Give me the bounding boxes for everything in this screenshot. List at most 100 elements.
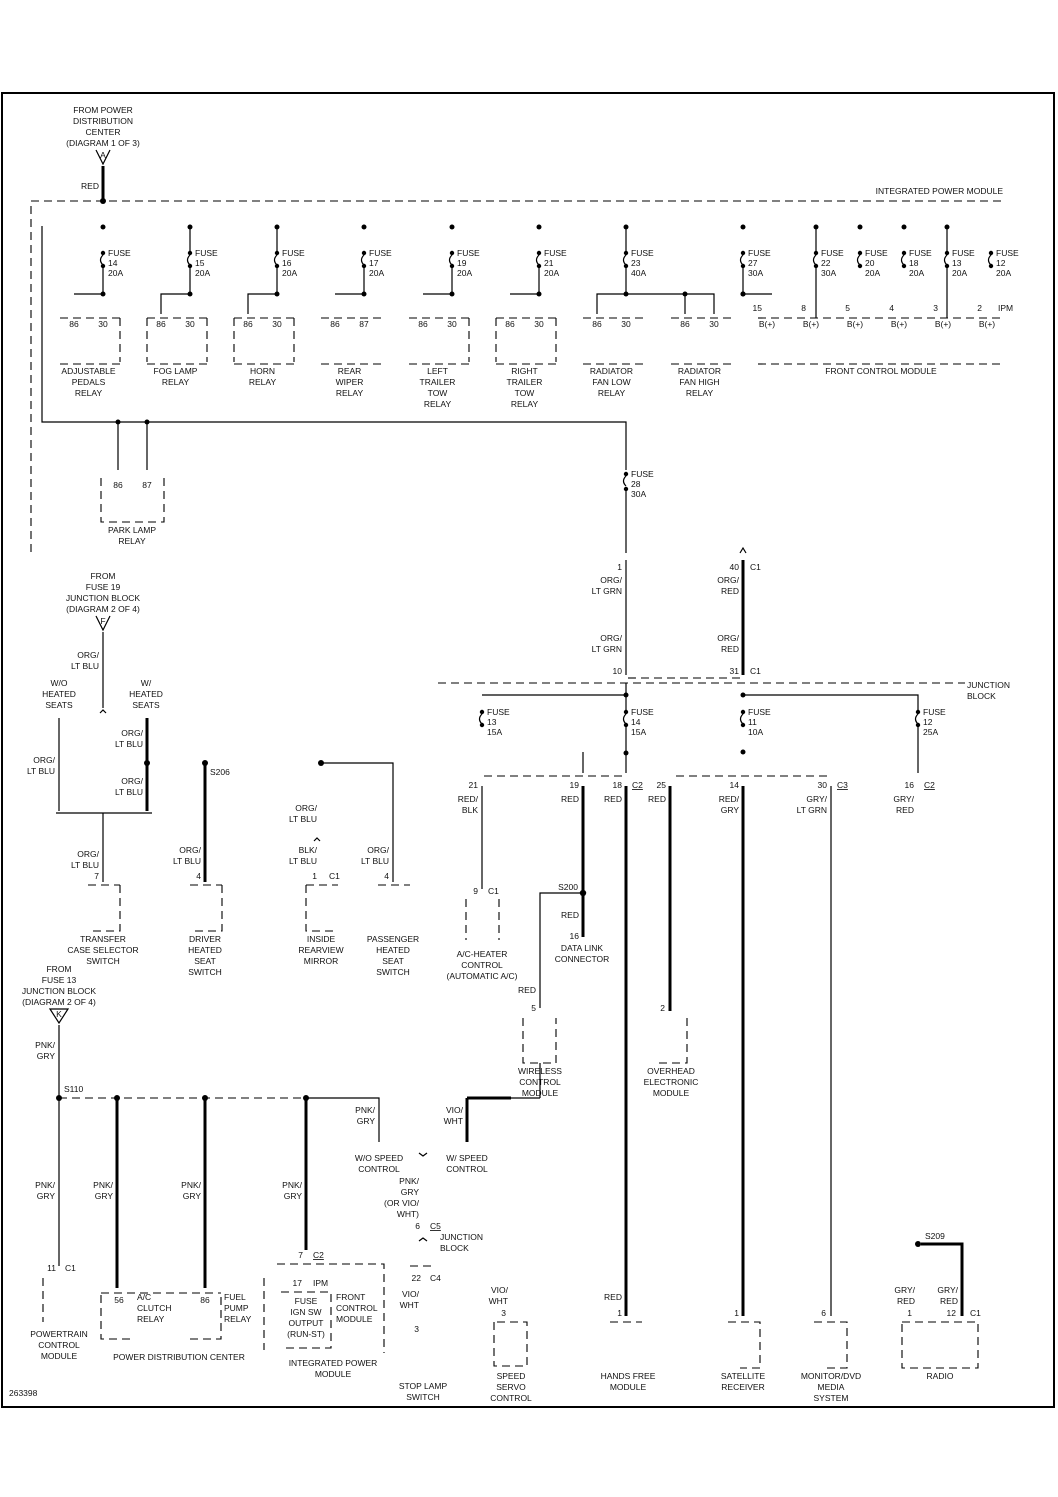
relay-pin: 87	[359, 319, 369, 329]
jb-output-pin: 16	[905, 780, 915, 790]
wire-color: RED	[518, 985, 536, 995]
fuse-icon	[739, 713, 744, 725]
fuse-terminal	[901, 250, 907, 256]
fuse-terminal	[479, 709, 485, 715]
fuse-number: 12	[923, 717, 933, 727]
wire-color: GRY/	[806, 794, 827, 804]
wire-color: BLK/	[299, 845, 318, 855]
connector-arrow-icon	[95, 615, 111, 632]
fuse-name: FUSE	[909, 248, 932, 258]
splice-s209-dot	[915, 1241, 921, 1247]
wire-color: PNK/	[282, 1180, 302, 1190]
component-label: OVERHEAD	[647, 1066, 695, 1076]
fuse-box	[281, 1291, 332, 1349]
option-switch-icon	[99, 709, 107, 714]
wire-color: RED	[648, 794, 666, 804]
component-label: ELECTRONIC	[644, 1077, 699, 1087]
connector-id: C1	[750, 562, 761, 572]
component-label: DATA LINK	[561, 943, 604, 953]
component-label: SERVO	[496, 1382, 526, 1392]
relay-label: REAR	[338, 366, 362, 376]
wire-color: RED/	[719, 794, 740, 804]
relay-pin: 30	[534, 319, 544, 329]
fuse-name: FUSE	[631, 707, 654, 717]
wire-color: RED	[604, 794, 622, 804]
connector-id: C1	[970, 1308, 981, 1318]
relay-pin: 30	[709, 319, 719, 329]
wire-color: RED	[561, 794, 579, 804]
wire-color: WHT	[400, 1300, 419, 1310]
relay-pin: 30	[621, 319, 631, 329]
relay-pin: 30	[272, 319, 282, 329]
splice-id: S206	[210, 767, 230, 777]
wire-color: LT BLU	[115, 787, 143, 797]
connector-id: C1	[750, 666, 761, 676]
fuse-icon	[914, 713, 919, 725]
component-label: SWITCH	[376, 967, 410, 977]
wire-color: GRY/	[894, 1285, 915, 1295]
fuse-icon	[186, 254, 191, 266]
fuse-icon	[812, 254, 817, 266]
component-label: CONTROL	[490, 1393, 532, 1403]
fuse-number: 13	[952, 258, 962, 268]
wire-color: ORG/	[367, 845, 389, 855]
fuse-number: 14	[108, 258, 118, 268]
wire-color: ORG/	[121, 776, 143, 786]
pin: 40	[730, 562, 740, 572]
source-line: FROM	[46, 964, 71, 974]
relay-label: TRAILER	[507, 377, 543, 387]
source-line: (DIAGRAM 2 OF 4)	[22, 997, 96, 1007]
relay-label: RELAY	[598, 388, 626, 398]
fuse-number: 15	[195, 258, 205, 268]
fuse-icon	[943, 254, 948, 266]
fuse-terminal	[915, 709, 921, 715]
ipm-boundary	[30, 200, 1005, 552]
radio-box	[901, 1321, 979, 1369]
diagram-frame	[1, 92, 1055, 1408]
relay-label: RELAY	[162, 377, 190, 387]
pin: 9	[473, 886, 478, 896]
wire-color: ORG/	[717, 575, 739, 585]
jb-output-connector: C2	[924, 780, 935, 790]
bus-terminal	[857, 224, 863, 230]
wire-color: RED	[896, 805, 914, 815]
component-label: HEATED	[188, 945, 222, 955]
fcm-label: MODULE	[336, 1314, 373, 1324]
option-label: HEATED	[129, 689, 163, 699]
component-label: DRIVER	[189, 934, 221, 944]
fcm-pin-label: B(+)	[759, 319, 775, 329]
component-label: RELAY	[224, 1314, 252, 1324]
source-line-2: DISTRIBUTION	[73, 116, 133, 126]
splice-id: S200	[558, 882, 578, 892]
pin: 86	[200, 1295, 210, 1305]
junction-block-label: JUNCTION	[967, 680, 1010, 690]
fcm-pin: 3	[933, 303, 938, 313]
splice-dot	[144, 760, 150, 766]
jb-output-connector: C2	[632, 780, 643, 790]
wire-color: GRY	[721, 805, 740, 815]
relay-pin: 86	[680, 319, 690, 329]
fuse-icon	[622, 475, 627, 487]
option-label: W/ SPEED	[446, 1153, 488, 1163]
wire-color: GRY	[37, 1051, 56, 1061]
component-box	[92, 885, 121, 932]
option-label: W/	[141, 678, 152, 688]
relay-box	[100, 478, 165, 523]
wireless-wire	[539, 892, 583, 1008]
fuse-28: FUSE 28 30A	[622, 469, 654, 553]
bottom-right-components: RED 1 HANDS FREE MODULE 1 SATELLITE RECE…	[601, 1231, 982, 1403]
fuse-name: FUSE	[457, 248, 480, 258]
pin: 12	[947, 1308, 957, 1318]
relay-pin: 86	[243, 319, 253, 329]
fuse-terminal	[740, 722, 746, 728]
wire-color: GRY	[401, 1187, 420, 1197]
fuse-terminal	[901, 263, 907, 269]
component-label: (AUTOMATIC A/C)	[447, 971, 518, 981]
component-box	[493, 1321, 528, 1367]
component-label: HEATED	[376, 945, 410, 955]
fuse-terminal	[100, 250, 106, 256]
relay-label: TOW	[428, 388, 448, 398]
wire-color: LT GRN	[592, 586, 622, 596]
fcm-pin: 8	[801, 303, 806, 313]
